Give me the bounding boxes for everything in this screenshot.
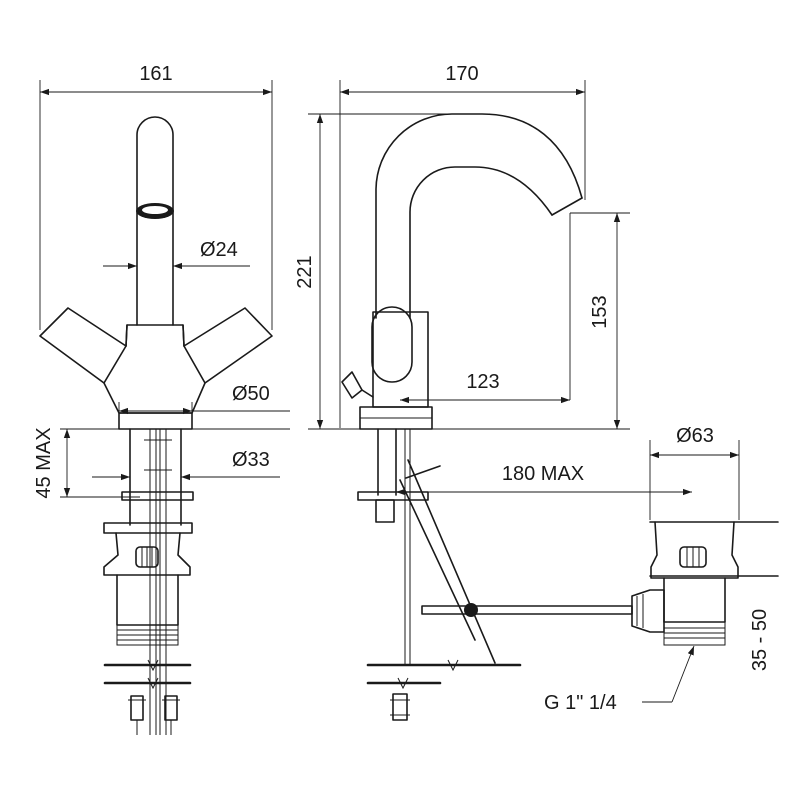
- dimension-170: 170: [339, 63, 586, 428]
- waste-detail: Ø63 35 - 50: [544, 425, 779, 714]
- dimension-label-diameter-63: Ø63: [676, 425, 714, 447]
- break-lines-front: [103, 659, 192, 735]
- dimension-diameter-50: Ø50: [118, 383, 290, 415]
- dimension-label-35-50: 35 - 50: [749, 609, 771, 671]
- dimension-123: 123: [400, 371, 570, 404]
- dimension-221: 221: [294, 113, 490, 430]
- dimension-label-170: 170: [445, 63, 478, 85]
- dimension-label-123: 123: [466, 371, 499, 393]
- dimension-label-153: 153: [589, 295, 611, 328]
- shank-side: [357, 428, 496, 665]
- waste-body: [631, 521, 739, 646]
- shank-front: [129, 428, 182, 735]
- dimension-diameter-24: Ø24: [103, 239, 250, 270]
- dimension-35-50: 35 - 50: [749, 609, 771, 671]
- dimension-label-diameter-50: Ø50: [232, 383, 270, 405]
- dimension-153: 153: [432, 212, 630, 430]
- connecting-rod: [421, 603, 633, 617]
- dimension-label-221: 221: [294, 255, 316, 288]
- break-lines-side: [366, 659, 522, 721]
- dimension-label-161: 161: [139, 63, 172, 85]
- dimension-diameter-33: Ø33: [92, 449, 280, 481]
- dimension-label-diameter-33: Ø33: [232, 449, 270, 471]
- spout-side: [375, 113, 583, 319]
- dimension-label-45-max: 45 MAX: [33, 427, 55, 498]
- waste-assembly-front: [103, 491, 194, 646]
- dimension-label-diameter-24: Ø24: [200, 239, 238, 261]
- dimension-180-max: 180 MAX: [396, 463, 692, 496]
- thread-callout: G 1" 1/4: [544, 645, 695, 714]
- side-view: 170 221: [294, 63, 692, 721]
- dimension-diameter-63: Ø63: [649, 425, 740, 520]
- mixer-body-side: [341, 306, 433, 430]
- dimension-161: 161: [39, 63, 273, 330]
- spout-front: [136, 116, 174, 326]
- front-view: 161 Ø24: [33, 63, 290, 735]
- dimension-label-thread: G 1" 1/4: [544, 692, 617, 714]
- dimension-45-max: 45 MAX: [33, 427, 290, 499]
- dimension-label-180-max: 180 MAX: [502, 463, 584, 485]
